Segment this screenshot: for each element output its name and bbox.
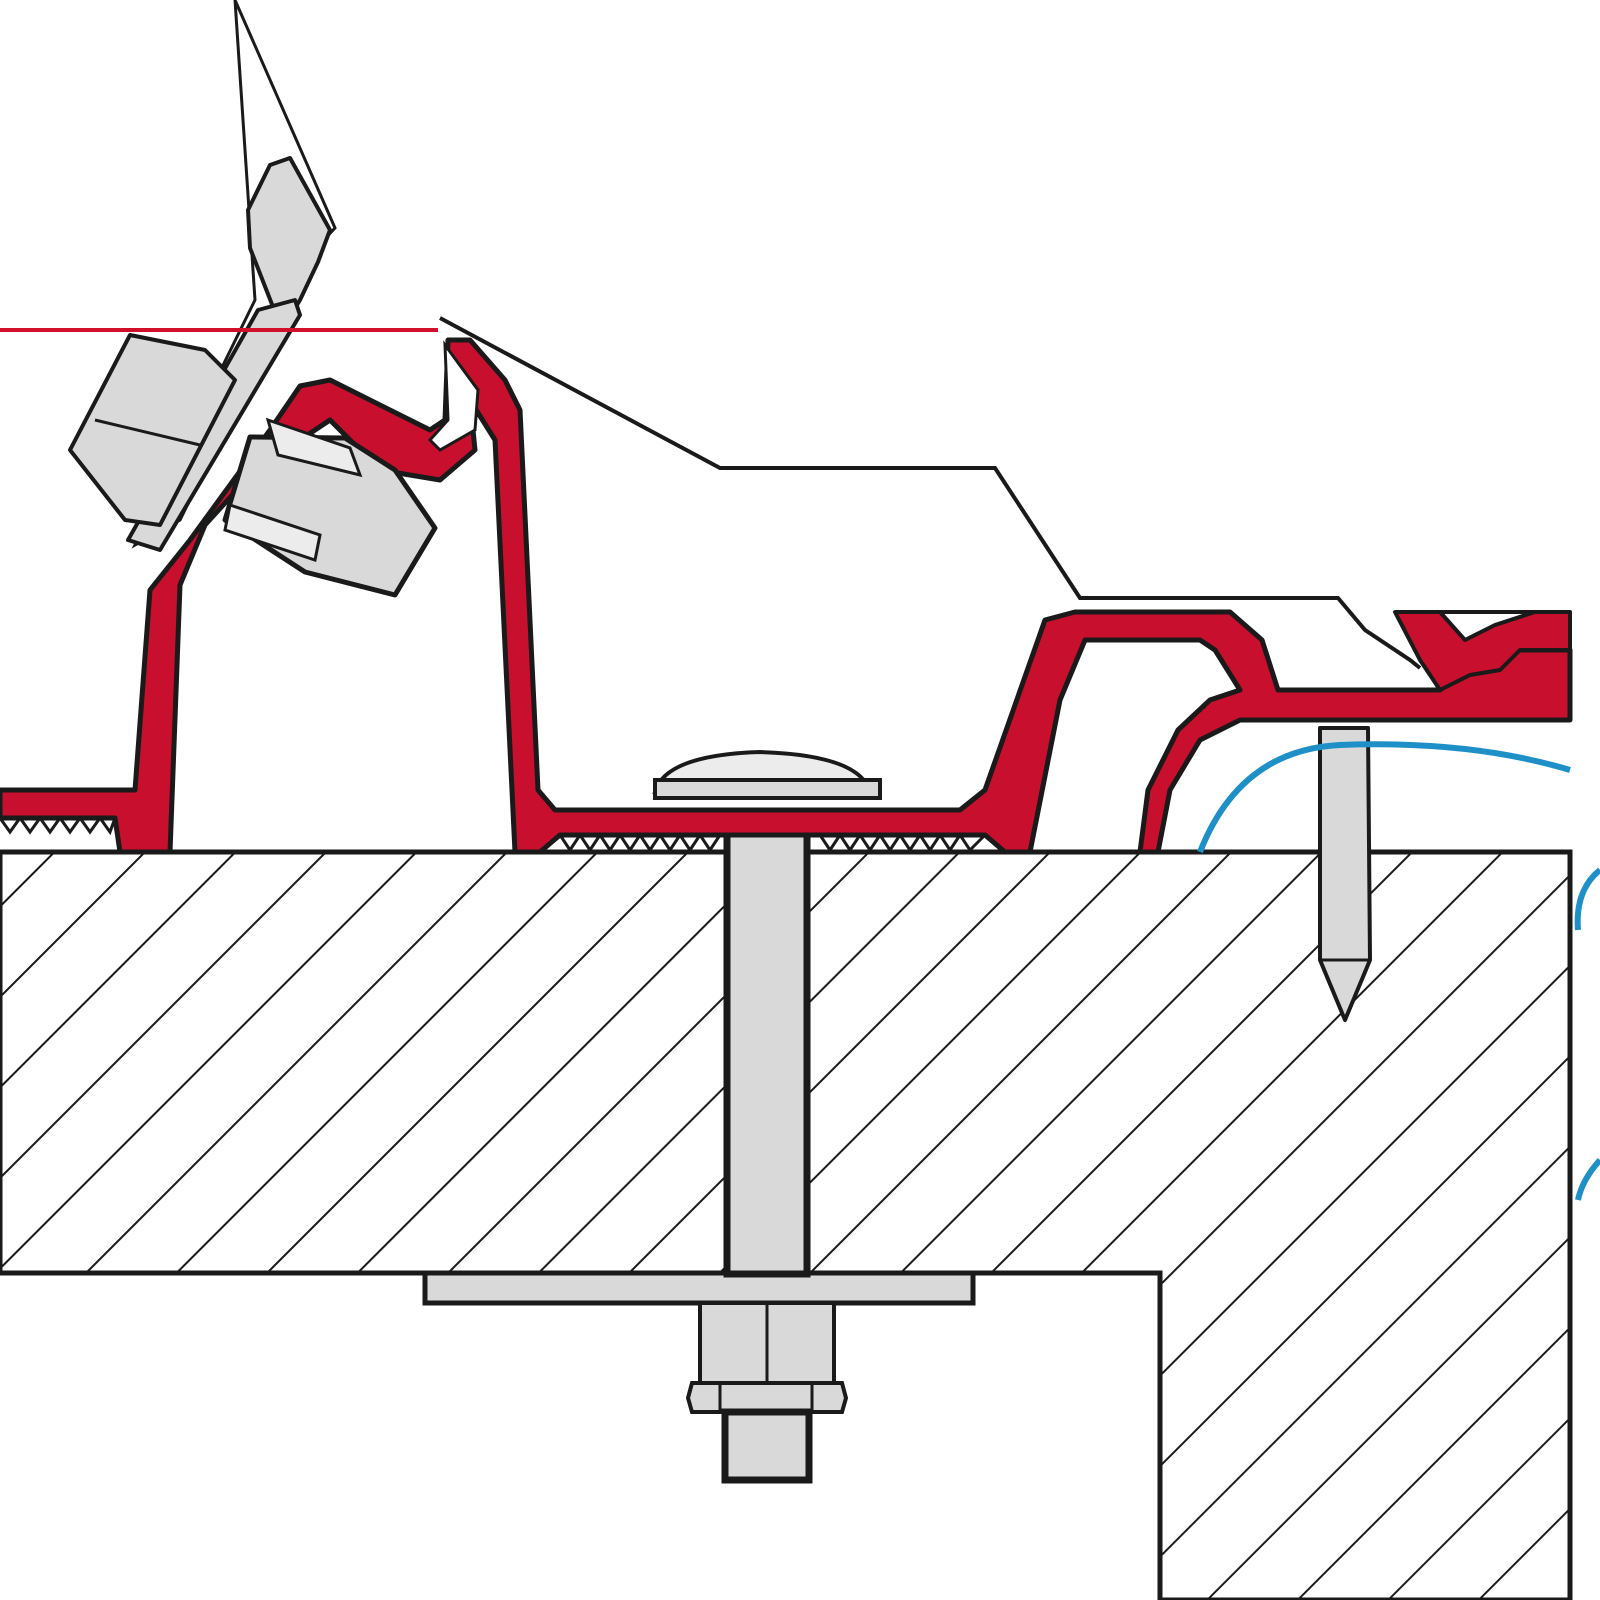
screw-body [1318, 726, 1372, 1022]
backing-plate [422, 1270, 976, 1306]
bracket-arm [68, 0, 438, 598]
nut [685, 1381, 849, 1484]
seal-arc-right [1574, 867, 1600, 931]
bracket-cap [246, 156, 332, 332]
seal [1197, 741, 1600, 1201]
rail-serration [0, 815, 117, 836]
bracket-nut [68, 333, 237, 527]
rail-right-clip [1393, 610, 1572, 692]
screw [1318, 726, 1372, 1022]
thread-end [721, 1408, 813, 1484]
bolt-shank [723, 828, 811, 1278]
awning-outline [439, 316, 1422, 670]
rail-serration-mid [558, 832, 987, 853]
rail-hook-groove [427, 340, 480, 452]
seal-arc [1197, 741, 1571, 854]
seal-arc-lower [1575, 1157, 1600, 1201]
screw-head [652, 749, 882, 800]
